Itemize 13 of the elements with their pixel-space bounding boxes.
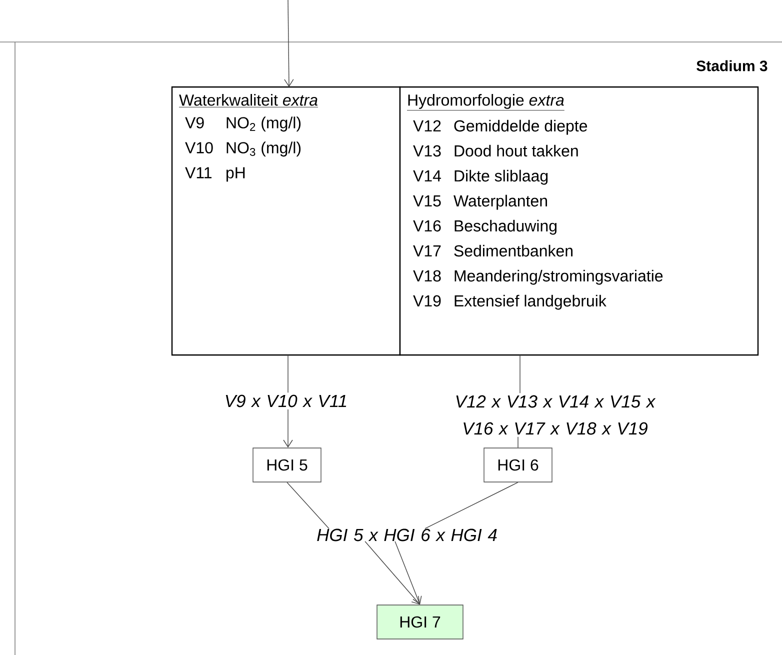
index-box: HGI 6 bbox=[484, 448, 552, 482]
formula-text: V12 x V13 x V14 x V15 x V16 x V17 x V18 x V19 bbox=[456, 395, 656, 435]
arrow bbox=[284, 0, 294, 87]
list-box: Waterkwaliteit extra V9 NO$_{2}$ (mg/l) V10 NO$_{3}$ (mg/l) V11 pH bbox=[171, 86, 401, 356]
arrow bbox=[283, 409, 293, 448]
formula-text: V9 x V10 x V11 bbox=[226, 394, 346, 408]
result-box: HGI 7 bbox=[376, 604, 464, 640]
index-box: HGI 5 bbox=[252, 448, 322, 482]
arrow bbox=[394, 541, 422, 605]
formula-text: HGI 5 x HGI 6 x HGI 4 bbox=[317, 528, 497, 542]
stage-label: Stadium 3 bbox=[696, 60, 768, 72]
arrow bbox=[364, 541, 420, 605]
list-box: Hydromorfologie extra V12 Gemiddelde diepte V13 Dood hout takken V14 Dikte sliblaag V15 Waterplanten V16 Beschaduwing V17 Sedimentbanken V18 Meandering/stromingsvariatie V19 Extensief landgebruik bbox=[399, 86, 759, 356]
